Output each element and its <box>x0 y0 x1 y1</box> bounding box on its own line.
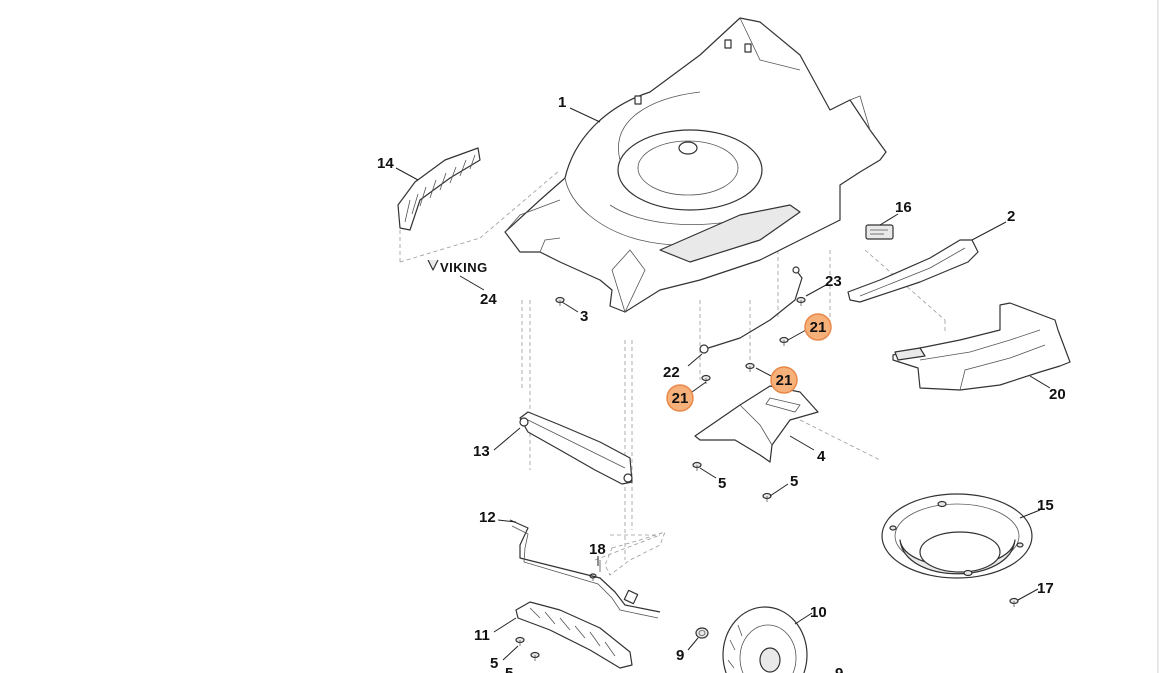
label-6: 6 <box>917 670 925 673</box>
logo-text: VIKING <box>440 260 488 275</box>
part-10-wheel <box>722 606 808 673</box>
label-23: 23 <box>825 273 842 290</box>
label-5-d: 5 <box>505 665 513 673</box>
highlight-markers <box>666 313 832 412</box>
part-11-bracket <box>515 601 633 669</box>
screw-21-left <box>701 374 711 384</box>
part-labels: 1 2 3 4 5 5 5 5 9 9 6 10 11 12 13 14 15 … <box>377 94 1066 673</box>
label-21-c: 21 <box>672 390 689 407</box>
screw-18 <box>589 573 597 581</box>
label-18: 18 <box>589 541 606 558</box>
label-5-a: 5 <box>718 475 726 492</box>
part-24-logo: VIKING <box>427 259 488 275</box>
screw-5-c <box>515 636 525 646</box>
assembly-guide-lines <box>399 169 946 561</box>
part-20-chute <box>892 302 1071 391</box>
screws <box>515 296 1019 661</box>
screw-5-b <box>762 492 772 502</box>
label-17: 17 <box>1037 580 1054 597</box>
part-16-label <box>865 224 894 240</box>
highlight-circle-21-c <box>666 384 694 412</box>
screw-5-a <box>692 461 702 471</box>
label-9-b: 9 <box>835 665 843 673</box>
label-5-b: 5 <box>790 473 798 490</box>
label-22: 22 <box>663 364 680 381</box>
label-5-c: 5 <box>490 655 498 672</box>
label-3: 3 <box>580 308 588 325</box>
label-11: 11 <box>474 627 490 644</box>
part-15-hub-cover <box>881 493 1033 579</box>
label-9-a: 9 <box>676 647 684 664</box>
screw-5-d <box>530 651 540 661</box>
label-14: 14 <box>377 155 394 172</box>
label-16: 16 <box>895 199 912 216</box>
label-20: 20 <box>1049 386 1066 403</box>
label-10: 10 <box>810 604 827 621</box>
label-2: 2 <box>1007 208 1015 225</box>
screw-17 <box>1009 597 1019 607</box>
label-1: 1 <box>558 94 566 111</box>
part-22-wire <box>699 266 803 354</box>
label-21-a: 21 <box>810 319 827 336</box>
leader-lines <box>395 107 1051 661</box>
part-4-plate <box>694 385 819 463</box>
label-12: 12 <box>479 509 496 526</box>
label-24: 24 <box>480 291 497 308</box>
screw-21-mid <box>745 362 755 372</box>
highlight-circle-21-b <box>770 366 798 394</box>
screw-23 <box>796 296 806 306</box>
label-21-b: 21 <box>776 372 793 389</box>
screw-21-top <box>779 336 789 346</box>
part-2-cover <box>847 239 979 303</box>
part-9-bearing <box>695 627 709 639</box>
part-12-axle <box>509 519 661 619</box>
part-1-deck-housing <box>504 17 887 314</box>
label-4: 4 <box>817 448 826 465</box>
screw-3 <box>555 296 565 306</box>
highlight-circle-21-a <box>804 313 832 341</box>
page-edge <box>1157 0 1159 673</box>
part-18-link <box>599 531 666 576</box>
part-14-side-skirt <box>397 147 481 231</box>
label-15: 15 <box>1037 497 1054 514</box>
viking-logo-icon <box>427 259 439 271</box>
part-13-front-bar <box>519 411 633 485</box>
label-13: 13 <box>473 443 490 460</box>
